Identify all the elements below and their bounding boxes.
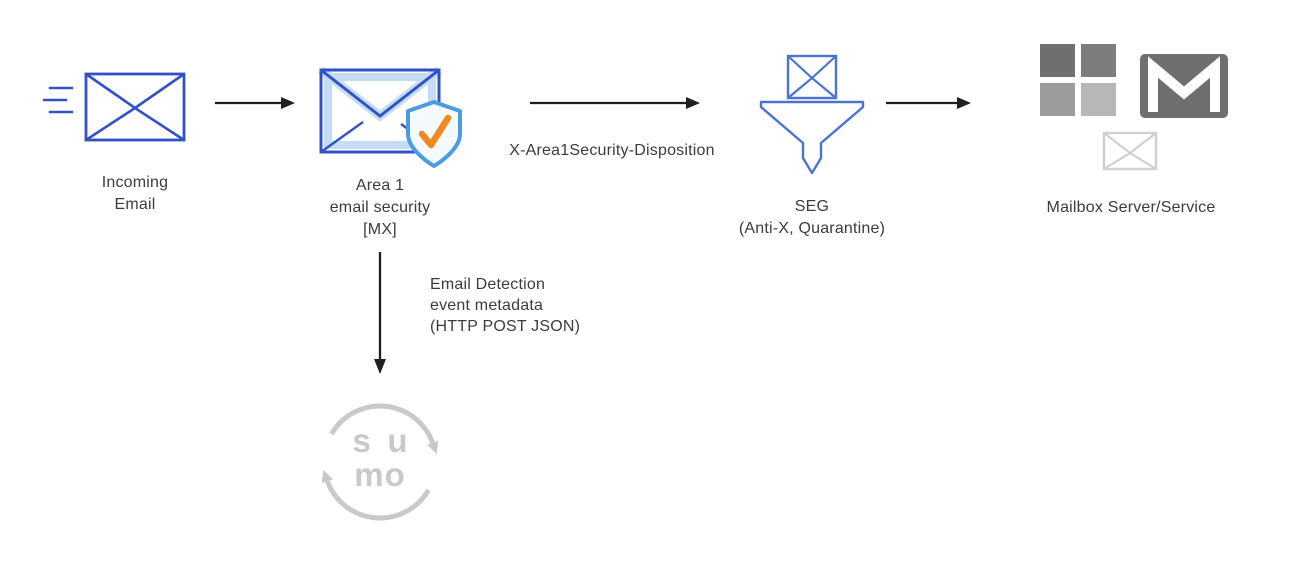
metadata-label: Email Detection event metadata (HTTP POS… <box>430 274 650 337</box>
shield-icon <box>406 100 462 168</box>
incoming-email-label-line1: Incoming <box>101 174 169 191</box>
gmail-envelope-icon <box>1140 54 1228 118</box>
gmail-icon-wrap <box>1140 54 1228 123</box>
mailbox-label: Mailbox Server/Service <box>1046 199 1216 216</box>
area1-envelope-shield-icon <box>318 66 462 168</box>
sumo-text-bottom: mo <box>354 456 406 493</box>
metadata-label-line2: event metadata <box>430 297 544 314</box>
area1-label-line3: [MX] <box>363 221 397 238</box>
node-seg <box>757 52 867 185</box>
seg-funnel-icon <box>759 54 865 175</box>
metadata-label-line1: Email Detection <box>430 276 546 293</box>
metadata-label-line3: (HTTP POST JSON) <box>430 318 581 335</box>
node-incoming-email <box>40 68 190 153</box>
area1-label-line1: Area 1 <box>355 177 405 194</box>
seg-label-line2: (Anti-X, Quarantine) <box>738 220 886 237</box>
incoming-email-label-line2: Email <box>114 196 156 213</box>
node-mailbox <box>1040 44 1116 121</box>
incoming-email-label: Incoming Email <box>60 172 210 216</box>
area1-label-line2: email security <box>329 199 431 216</box>
arrow-seg-to-mailbox <box>886 97 971 109</box>
sumo-logo-text: su mo <box>316 424 444 492</box>
area1-label: Area 1 email security [MX] <box>305 175 455 241</box>
checkmark-icon <box>418 114 452 149</box>
small-envelope-icon <box>1102 131 1158 171</box>
node-area1-email-security <box>315 60 470 180</box>
arrow-area1-to-sumo <box>374 252 386 374</box>
mini-envelope-wrap <box>1102 131 1158 176</box>
microsoft-logo-icon <box>1040 44 1116 116</box>
sumo-text-top: su <box>352 422 424 459</box>
incoming-email-icon <box>42 72 186 142</box>
node-sumo-logic <box>312 396 448 537</box>
disposition-header-label: X-Area1Security-Disposition <box>509 142 715 159</box>
arrow-area1-to-seg <box>530 97 700 109</box>
sumo-logic-circular-arrows-icon <box>321 403 439 521</box>
seg-label-line1: SEG <box>794 198 830 215</box>
arrow-incoming-to-area1 <box>215 97 295 109</box>
seg-label: SEG (Anti-X, Quarantine) <box>712 196 912 240</box>
